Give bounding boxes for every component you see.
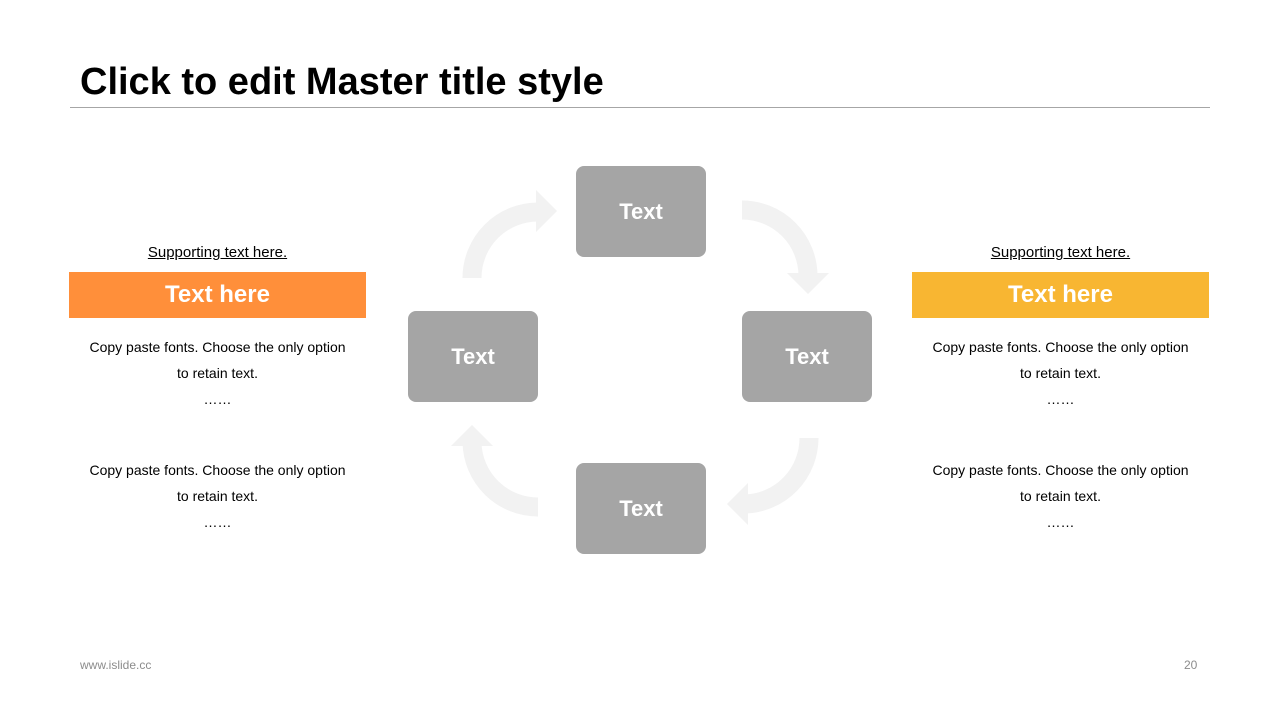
right-paragraph-1: Copy paste fonts. Choose the only option… [912,334,1209,412]
footer-url: www.islide.cc [80,658,152,672]
left-paragraph-1-text: Copy paste fonts. Choose the only option… [89,339,346,381]
left-banner: Text here [69,272,366,318]
right-supporting-text: Supporting text here. [990,244,1131,261]
right-panel: Supporting text here. Text here Copy pas… [912,243,1209,535]
title-divider [70,107,1210,108]
cycle-node-bottom: Text [576,463,706,554]
left-paragraph-1-dots: …… [203,391,232,407]
curved-arrow-icon [462,190,557,279]
curved-arrow-icon [451,425,539,517]
curved-arrow-icon [727,437,819,525]
left-supporting-text: Supporting text here. [147,244,288,261]
slide-title: Click to edit Master title style [80,61,604,103]
left-paragraph-1: Copy paste fonts. Choose the only option… [69,334,366,412]
cycle-node-left: Text [408,311,538,402]
right-paragraph-2-dots: …… [1046,514,1075,530]
left-paragraph-2-text: Copy paste fonts. Choose the only option… [89,462,346,504]
left-paragraph-2-dots: …… [203,514,232,530]
page-number: 20 [1184,658,1198,672]
left-paragraph-2: Copy paste fonts. Choose the only option… [69,457,366,535]
right-paragraph-2-text: Copy paste fonts. Choose the only option… [932,462,1189,504]
right-paragraph-2: Copy paste fonts. Choose the only option… [912,457,1209,535]
cycle-node-right: Text [742,311,872,402]
cycle-node-top: Text [576,166,706,257]
right-paragraph-1-dots: …… [1046,391,1075,407]
right-banner: Text here [912,272,1209,318]
curved-arrow-icon [741,200,829,294]
right-paragraph-1-text: Copy paste fonts. Choose the only option… [932,339,1189,381]
left-panel: Supporting text here. Text here Copy pas… [69,243,366,535]
